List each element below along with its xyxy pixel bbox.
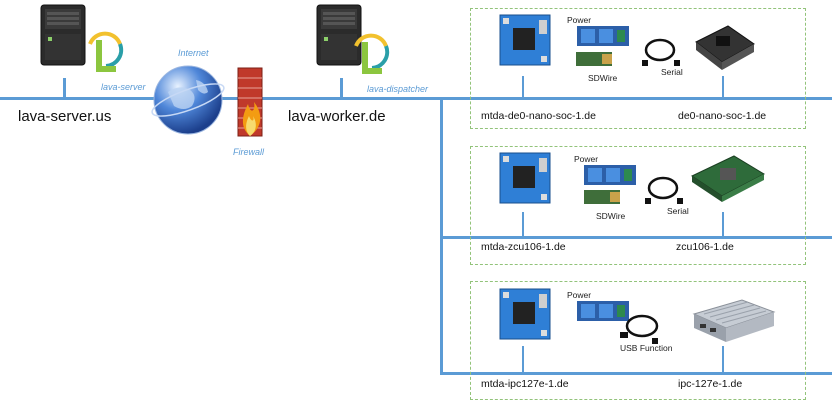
p2-serial-label: Serial [667, 206, 689, 216]
p2-dut-board-icon [690, 155, 766, 202]
p2-mtda-drop [522, 212, 524, 237]
p2-dut-drop [722, 212, 724, 237]
p1-mtda-label: mtda-de0-nano-soc-1.de [481, 110, 596, 122]
panel-2-network-line [440, 236, 832, 239]
p2-relay-icon [584, 165, 636, 185]
p3-relay-icon [577, 301, 629, 321]
p1-relay-icon [577, 26, 629, 46]
p2-mtda-board-icon [499, 152, 551, 204]
p3-usb-function-label: USB Function [620, 343, 673, 353]
p2-sdwire-label: SDWire [596, 211, 626, 221]
p3-mtda-label: mtda-ipc127e-1.de [481, 378, 569, 390]
lava-server-logo-icon [88, 31, 124, 72]
p2-serial-cable-icon [645, 176, 683, 204]
lava-server-host-label: lava-server.us [18, 108, 112, 125]
lava-server-role-label: lava-server [101, 82, 146, 92]
firewall-icon [237, 67, 263, 137]
p1-serial-label: Serial [661, 67, 683, 77]
firewall-label: Firewall [233, 147, 265, 157]
p3-dut-drop [722, 346, 724, 373]
p3-mtda-board-icon [499, 288, 551, 340]
p1-serial-cable-icon [642, 38, 680, 66]
lava-worker-host-label: lava-worker.de [288, 108, 386, 125]
lava-dispatcher-role-label: lava-dispatcher [367, 84, 429, 94]
internet-label: Internet [178, 48, 209, 58]
main-network-line [0, 97, 832, 100]
worker-drop-line [340, 78, 343, 98]
p3-usb-cable-icon [620, 314, 659, 344]
p2-power-label: Power [574, 154, 599, 164]
p1-power-label: Power [567, 15, 592, 25]
p1-sdwire-icon [576, 52, 612, 66]
p1-dut-label: de0-nano-soc-1.de [678, 110, 767, 122]
server-tower-icon [40, 4, 86, 66]
lava-dispatcher-logo-icon [354, 33, 390, 74]
panel-ipc127e [470, 281, 806, 400]
p1-dut-board-icon [695, 25, 755, 70]
p2-dut-label: zcu106-1.de [676, 241, 734, 253]
server-drop-line [63, 78, 66, 98]
panel-de0-nano-soc [470, 8, 806, 129]
p3-mtda-drop [522, 346, 524, 373]
p1-mtda-board-icon [499, 14, 551, 66]
p3-dut-box-icon [692, 299, 776, 342]
p1-dut-drop [722, 76, 724, 98]
p2-sdwire-icon [584, 190, 620, 204]
panel-3-network-line [440, 372, 832, 375]
internet-globe-icon [151, 65, 225, 135]
p3-power-label: Power [567, 290, 592, 300]
p1-sdwire-label: SDWire [588, 73, 618, 83]
p1-mtda-drop [522, 76, 524, 98]
p3-dut-label: ipc-127e-1.de [678, 378, 743, 390]
panel-zcu106 [470, 146, 806, 265]
p2-mtda-label: mtda-zcu106-1.de [481, 241, 566, 253]
worker-tower-icon [316, 4, 362, 66]
